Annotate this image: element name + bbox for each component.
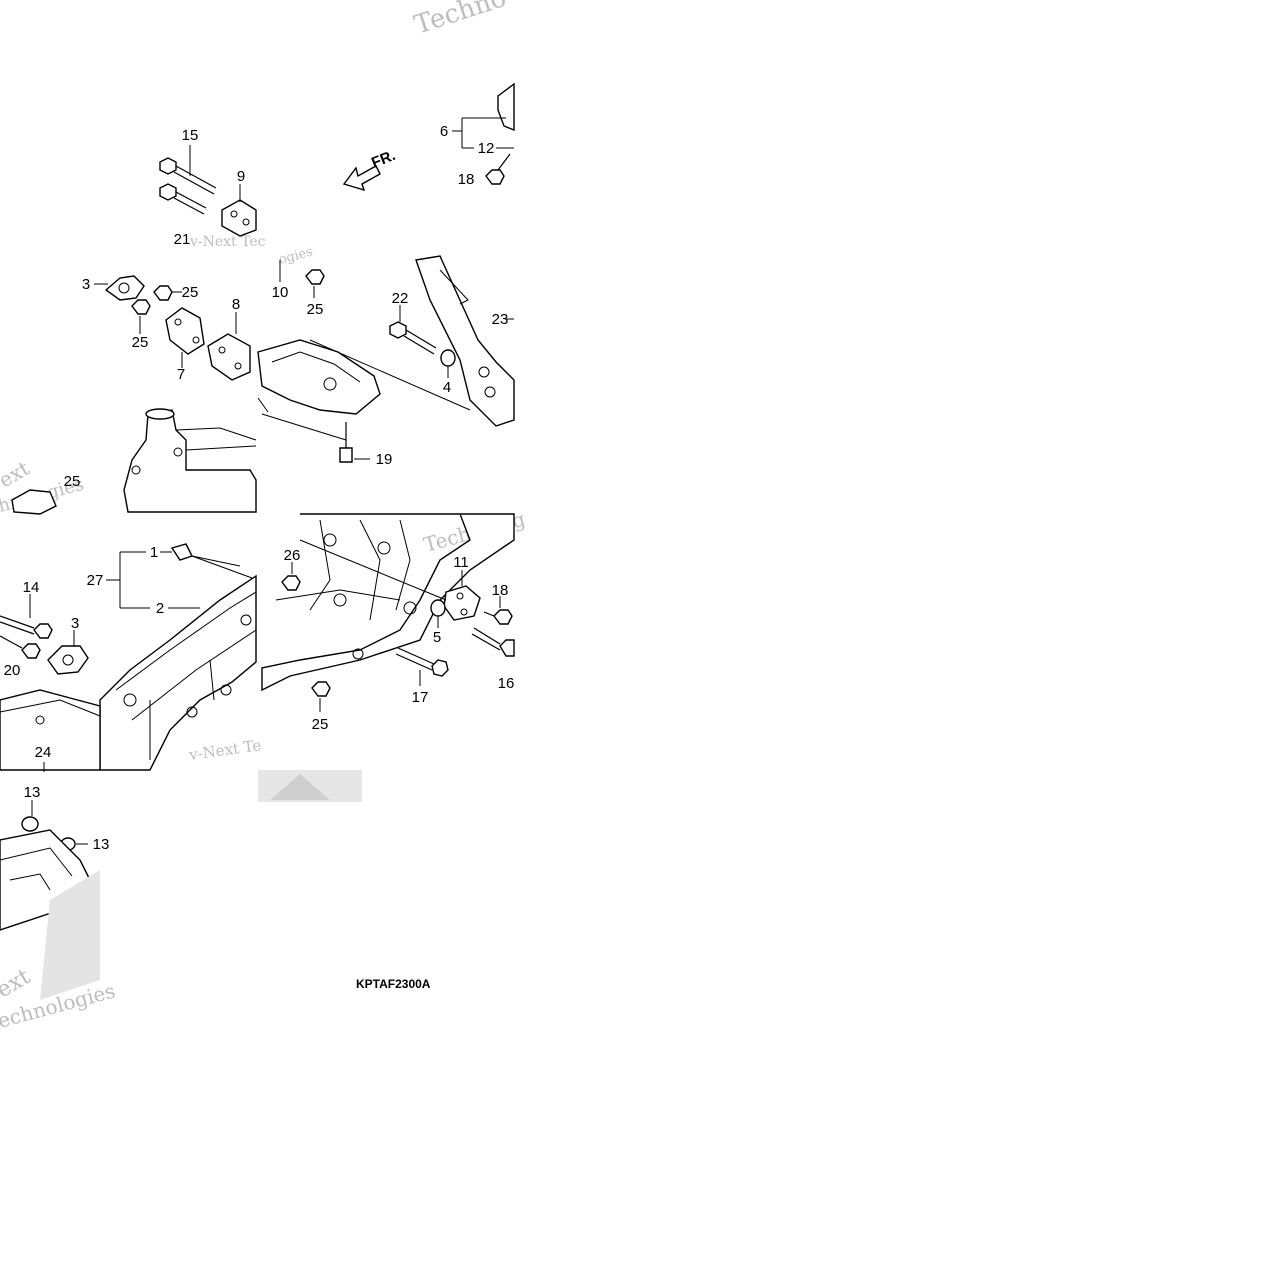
bracket-8 [207,333,251,381]
nut-25-c [305,269,325,285]
panel-top-left: 15 9 21 [159,127,257,248]
nut-25-a [153,285,173,301]
callout-1: 1 [150,544,158,561]
fr-direction-arrow: FR. [342,147,398,192]
callout-25: 25 [132,334,149,351]
callout-27: 27 [87,572,104,589]
callout-2: 2 [156,600,164,617]
callout-4: 4 [443,379,451,396]
panel-upper-left: 3 25 25 7 8 [82,275,257,513]
callout-3: 3 [82,276,90,293]
watermark-text: ogies [277,244,314,267]
watermark-text: Techno [411,0,510,41]
collar-4 [440,349,456,367]
bolt-19 [339,422,353,463]
watermark-text: v-Next Te [187,736,262,764]
stipple-patch [258,770,362,802]
bolt-18-a [485,153,511,185]
nut-25-d [11,489,57,515]
callout-14: 14 [23,579,40,596]
callout-12: 12 [478,140,495,157]
watermark-text: v-Next Tec [189,234,266,250]
callout-17: 17 [412,689,429,706]
clamp-3 [104,275,145,301]
callout-25: 25 [64,473,81,490]
bolt-20 [0,635,41,659]
callout-26: 26 [284,547,301,564]
callout-18: 18 [458,171,475,188]
callout-25: 25 [182,284,199,301]
panel-top-right: FR. 6 12 18 [342,82,515,192]
cap-13-a [21,816,39,832]
callout-9: 9 [237,168,245,185]
frame-lower-section [0,829,100,1000]
callout-11: 11 [453,554,469,571]
callout-23: 23 [492,311,509,328]
bolt-14 [0,615,53,639]
skid-plate [257,339,381,415]
callout-3: 3 [71,615,79,632]
callout-13: 13 [24,784,41,801]
nut-25-e [311,681,331,697]
callout-25: 25 [307,301,324,318]
cap-1 [170,543,193,561]
panel-upper-middle: 10 25 19 22 4 [257,255,515,468]
frame-head-pipe [123,408,257,513]
nut-25-b [131,299,151,315]
bolt-18-b [483,609,513,625]
callout-16: 16 [498,675,515,692]
frame-rear-down-tube [415,255,515,427]
bolt-15 [159,157,217,195]
callout-13: 13 [93,836,110,853]
fr-label: FR. [369,147,398,172]
panel-lower-left: 25 1 27 2 [0,473,257,772]
watermark-text: ext [0,964,35,1003]
rear-frame [261,513,515,692]
main-frame [0,574,257,771]
callout-7: 7 [177,366,185,383]
callout-8: 8 [232,296,240,313]
bolt-16 [471,627,515,657]
bracket-9 [221,199,257,237]
plate-11 [443,585,481,621]
nut-26 [281,575,301,591]
bolt-17 [395,647,449,677]
bracket-7 [165,307,205,355]
callout-10: 10 [272,284,289,301]
callout-22: 22 [392,290,409,307]
callout-15: 15 [182,127,199,144]
callout-18: 18 [492,582,509,599]
callout-6: 6 [440,123,448,140]
callout-20: 20 [4,662,21,679]
clamp-3-b [47,645,89,675]
callout-21: 21 [174,231,191,248]
bolt-21 [159,183,207,215]
callout-25: 25 [312,716,329,733]
panel-lower-middle: 26 11 18 5 16 17 [258,513,515,802]
callout-24: 24 [35,744,52,761]
callout-5: 5 [433,629,441,646]
bolt-22 [389,321,437,355]
diagram-code: KPTAF2300A [356,977,431,991]
mount-part-6 [497,82,515,132]
panel-bottom-left: 13 13 [0,784,109,1000]
callout-19: 19 [376,451,393,468]
collar-5 [430,599,446,617]
